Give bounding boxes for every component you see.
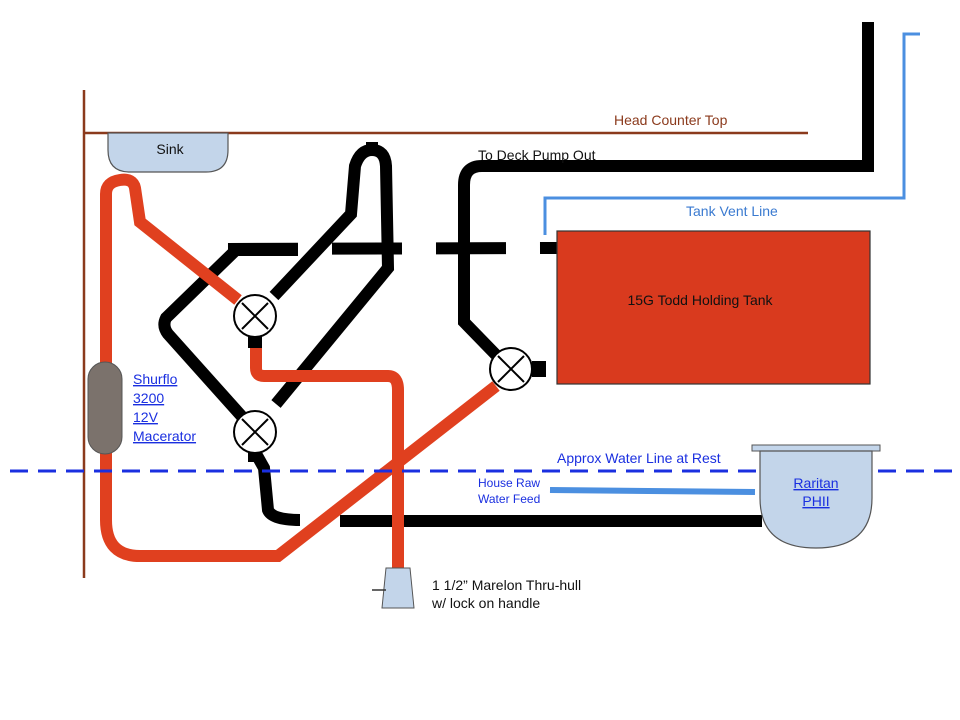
to-deck-pump-out-label: To Deck Pump Out — [478, 147, 596, 163]
toilet-label-1: Raritan — [793, 475, 838, 491]
tank-vent-line-label: Tank Vent Line — [686, 203, 778, 219]
macerator-label-4: Macerator — [133, 428, 196, 444]
house-raw-water-line — [549, 487, 756, 495]
holding-tank — [556, 230, 871, 385]
tank-vent-line — [543, 32, 920, 235]
vented-loop-hose-left — [269, 143, 395, 408]
macerator-label-2: 3200 — [133, 390, 164, 406]
thru-hull-label-1: 1 1/2” Marelon Thru-hull — [432, 577, 581, 593]
toilet-rim — [751, 444, 881, 452]
water-line-label: Approx Water Line at Rest — [557, 450, 721, 466]
sink — [107, 132, 229, 173]
house-raw-label-1: House Raw — [478, 476, 540, 490]
macerator-label-1: Shurflo — [133, 371, 178, 387]
y-valve-upper — [233, 294, 277, 348]
sink-label: Sink — [156, 141, 184, 157]
raritan-toilet-bowl — [759, 450, 873, 549]
deck-pump-out-hose — [458, 22, 874, 363]
toilet-label-2: PHII — [802, 493, 829, 509]
macerator-label-3: 12V — [133, 409, 159, 425]
shurflo-macerator — [87, 361, 123, 455]
thru-hull-label-2: w/ lock on handle — [431, 595, 540, 611]
vented-loop-cap — [366, 142, 378, 150]
thru-hull-fitting — [381, 567, 415, 609]
y-valve-loop-left — [158, 244, 298, 435]
toilet-discharge-hose — [249, 449, 301, 526]
house-raw-label-2: Water Feed — [478, 492, 540, 506]
holding-tank-label: 15G Todd Holding Tank — [627, 292, 773, 308]
y-valve-lower — [233, 410, 277, 462]
y-valve-tank — [489, 347, 546, 391]
sink-drain-hose — [100, 173, 500, 562]
head-counter-top-label: Head Counter Top — [614, 112, 728, 128]
thru-hull-hose — [250, 345, 404, 568]
